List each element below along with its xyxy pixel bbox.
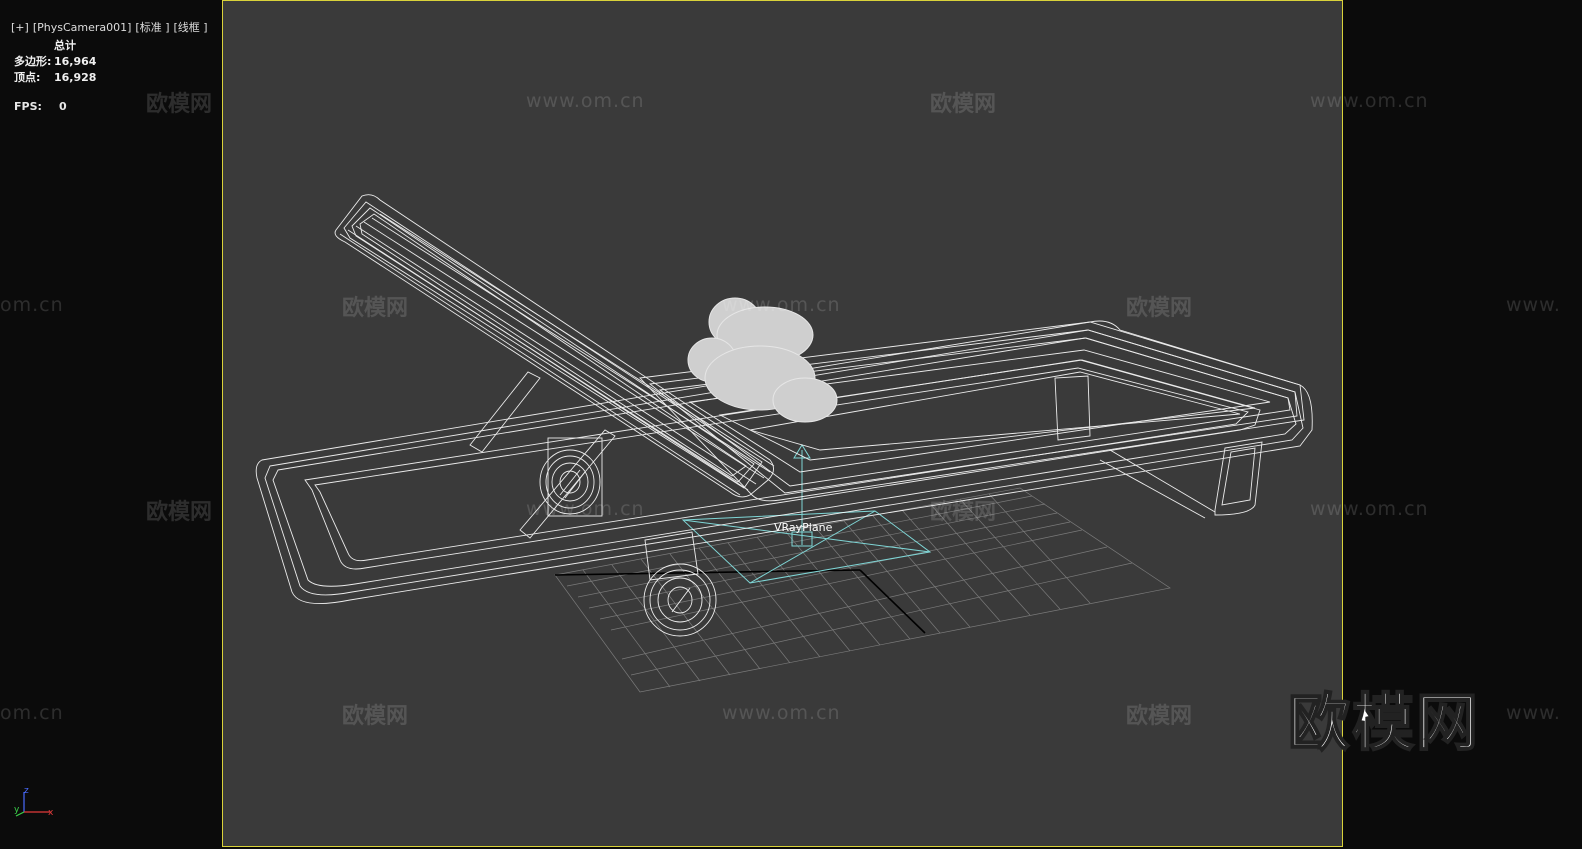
viewport-shading-menu[interactable]: [标准 ] [135,21,170,34]
watermark-url: www.om.cn [722,702,841,724]
stats-total-label: 总计 [54,39,76,52]
watermark-cn: 欧模网 [930,500,997,525]
watermark-url: www.om.cn [1310,90,1429,112]
watermark-cn: 欧模网 [342,296,409,321]
watermark-url-partial: om.cn [0,294,64,316]
watermark-cn: 欧模网 [1126,296,1193,321]
axis-z-label: z [24,786,29,796]
viewport-plus-menu[interactable]: [+] [11,21,29,34]
watermark-cn: 欧模网 [930,92,997,117]
watermark-url: www.om.cn [722,294,841,316]
vray-plane-gizmo[interactable] [681,444,932,584]
fps-value: 0 [59,100,67,113]
watermark-cn: 欧模网 [1126,704,1193,729]
viewport-label[interactable]: [+][PhysCamera001][标准 ][线框 ] [4,6,212,35]
watermark-url-partial: www. [1506,702,1561,724]
fps-label: FPS: [14,100,42,113]
viewport-mode-menu[interactable]: [线框 ] [173,21,208,34]
watermark-cn: 欧模网 [146,500,213,525]
stats-panel: 总计 多边形:16,964 顶点: 16,928 [14,38,96,86]
watermark-url: www.om.cn [526,498,645,520]
poly-label: 多边形: [14,55,52,68]
watermark-url-partial: om.cn [0,702,64,724]
watermark-url: www.om.cn [1310,498,1429,520]
viewport-camera-menu[interactable]: [PhysCamera001] [32,21,132,34]
axis-y-label: y [14,805,20,815]
rear-wheel [539,437,603,517]
camera-safe-frame[interactable] [222,0,1343,847]
site-logo: 欧模网 [1287,685,1481,760]
axis-tripod-icon: z x y [14,786,54,818]
watermark-url-partial: www. [1506,294,1561,316]
rolled-towels [687,297,838,423]
axis-x-label: x [48,808,54,818]
vert-label: 顶点: [14,71,41,84]
watermark-cn: 欧模网 [342,704,409,729]
watermark-cn: 欧模网 [146,92,213,117]
watermark-url: www.om.cn [526,90,645,112]
fps-readout: FPS: 0 [14,100,67,113]
poly-value: 16,964 [54,55,97,68]
vert-value: 16,928 [54,71,97,84]
front-wheel [643,563,717,637]
lounger-wireframe[interactable] [255,194,1313,637]
